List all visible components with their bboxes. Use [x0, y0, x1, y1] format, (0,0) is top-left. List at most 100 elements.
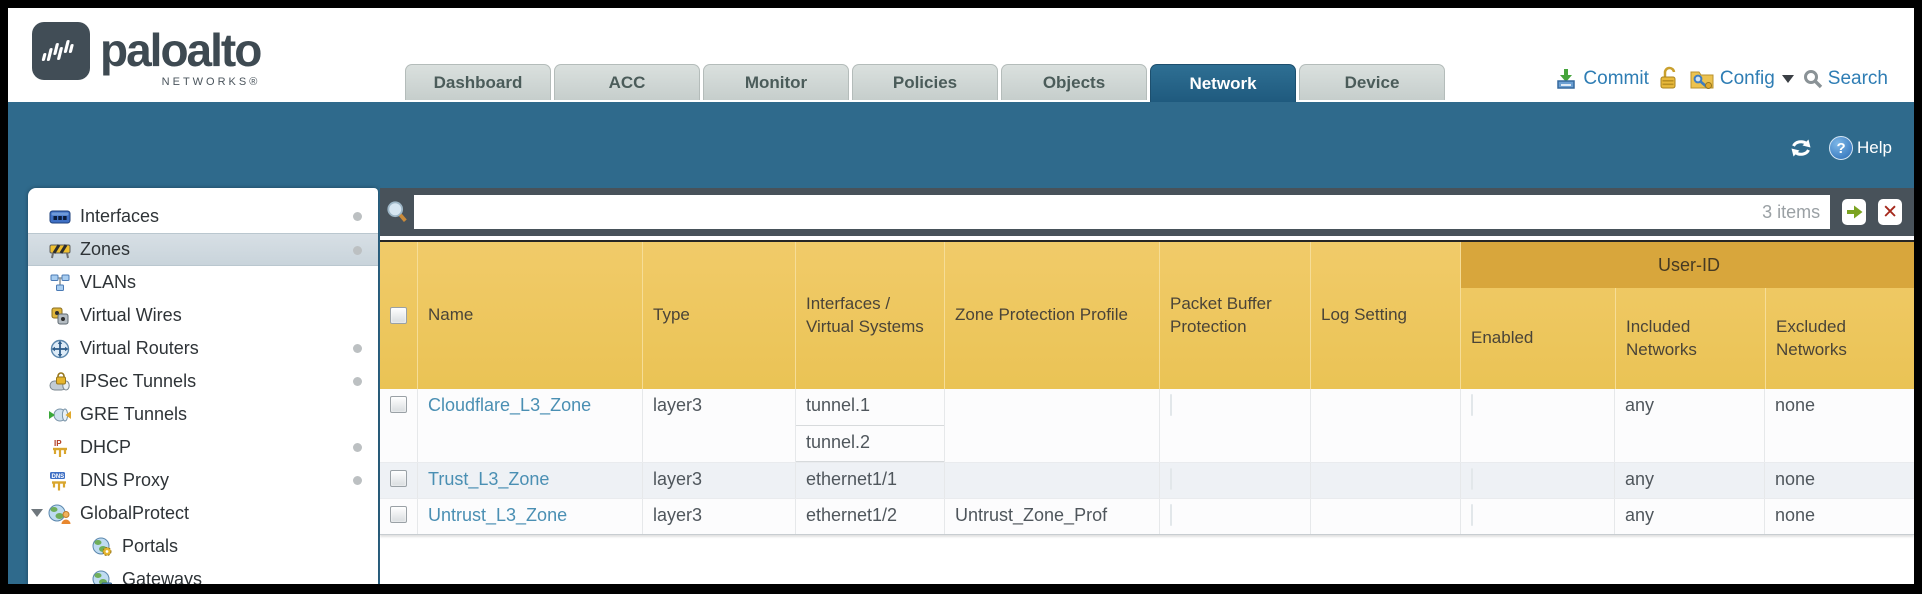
col-header-enabled[interactable]: Enabled [1471, 328, 1534, 348]
gre-tunnels-icon [48, 404, 72, 426]
lock-icon[interactable] [1658, 66, 1680, 92]
filter-input-wrap: 3 items [414, 195, 1831, 229]
col-header-type[interactable]: Type [642, 242, 795, 389]
included-networks: any [1614, 389, 1764, 462]
sidebar-item-label: Portals [122, 536, 179, 556]
globalprotect-icon [48, 503, 72, 525]
search-menu[interactable]: Search [1803, 68, 1888, 90]
commit-label: Commit [1583, 68, 1649, 89]
search-icon [1803, 70, 1822, 89]
sidebar-item-label: Gateways [122, 569, 203, 584]
interface-cell: tunnel.1 [796, 389, 944, 426]
help-label: Help [1857, 138, 1892, 157]
top-header: paloalto NETWORKS® Dashboard ACC Monitor… [8, 8, 1914, 102]
tab-network[interactable]: Network [1150, 64, 1296, 102]
zone-name-link[interactable]: Untrust_L3_Zone [428, 505, 568, 525]
zone-interfaces: ethernet1/1 [795, 463, 944, 498]
user-id-group: User-ID Enabled Included Networks Exclud… [1460, 242, 1914, 389]
waveform-icon [41, 40, 74, 61]
sidebar-item-globalprotect[interactable]: GlobalProtect [28, 497, 378, 530]
commit-button[interactable]: Commit [1554, 67, 1649, 91]
sidebar-item-vlans[interactable]: VLANs [28, 266, 378, 299]
select-all-checkbox[interactable] [390, 307, 407, 324]
log-setting [1310, 463, 1460, 498]
tab-monitor[interactable]: Monitor [703, 64, 849, 100]
expander-triangle-icon[interactable] [31, 509, 43, 517]
portals-icon [90, 536, 114, 558]
tab-objects[interactable]: Objects [1001, 64, 1147, 100]
tab-dashboard[interactable]: Dashboard [405, 64, 551, 100]
help-button[interactable]: ? Help [1829, 136, 1892, 160]
sidebar-item-dhcp[interactable]: IP DHCP [28, 431, 378, 464]
tab-acc[interactable]: ACC [554, 64, 700, 100]
sidebar-item-label: IPSec Tunnels [80, 371, 197, 391]
sidebar-item-virtual-wires[interactable]: Virtual Wires [28, 299, 378, 332]
table-row: Untrust_L3_Zone layer3 ethernet1/2 Untru… [380, 498, 1914, 534]
sidebar-item-dns-proxy[interactable]: DNS DNS Proxy [28, 464, 378, 497]
dns-proxy-icon: DNS [48, 470, 72, 492]
excluded-networks: none [1764, 389, 1914, 462]
sidebar-item-ipsec-tunnels[interactable]: IPSec Tunnels [28, 365, 378, 398]
zone-name-link[interactable]: Cloudflare_L3_Zone [428, 395, 592, 415]
help-icon: ? [1829, 136, 1854, 160]
sidebar-item-portals[interactable]: Portals [28, 530, 378, 563]
excluded-networks: none [1764, 463, 1914, 498]
interface-cell: tunnel.2 [796, 426, 944, 462]
sidebar-item-zones[interactable]: Zones [28, 233, 378, 266]
apply-filter-button[interactable] [1842, 199, 1867, 225]
log-setting [1310, 499, 1460, 534]
user-id-group-header: User-ID [1461, 242, 1914, 288]
brand-sub: NETWORKS® [161, 76, 261, 88]
col-header-packet-buffer-protection[interactable]: Packet Buffer Protection [1159, 242, 1310, 389]
sidebar-item-label: GlobalProtect [80, 503, 190, 523]
col-header-name[interactable]: Name [417, 242, 642, 389]
sidebar-item-interfaces[interactable]: Interfaces [28, 200, 378, 233]
row-checkbox[interactable] [390, 396, 407, 413]
col-header-log-setting[interactable]: Log Setting [1310, 242, 1460, 389]
filter-search-icon [387, 201, 407, 222]
refresh-icon[interactable] [1787, 136, 1815, 160]
clear-filter-button[interactable]: ✕ [1878, 199, 1903, 225]
col-header-zone-protection-profile[interactable]: Zone Protection Profile [944, 242, 1159, 389]
tab-device[interactable]: Device [1299, 64, 1445, 100]
zones-icon [48, 239, 72, 261]
zone-protection-profile [944, 389, 1159, 462]
tab-policies[interactable]: Policies [852, 64, 998, 100]
main-nav-tabs: Dashboard ACC Monitor Policies Objects N… [405, 64, 1448, 102]
included-networks: any [1614, 463, 1764, 498]
vlans-icon [48, 272, 72, 294]
zone-name-link[interactable]: Trust_L3_Zone [428, 469, 550, 489]
header-utilities: Commit Config [1554, 66, 1888, 92]
select-all-cell [380, 242, 417, 389]
filter-input[interactable] [414, 203, 1763, 221]
gateways-icon [90, 569, 114, 584]
interfaces-icon [48, 206, 72, 228]
zone-protection-profile: Untrust_Zone_Prof [944, 499, 1159, 534]
zone-interfaces: tunnel.1 tunnel.2 [795, 389, 944, 462]
row-checkbox[interactable] [390, 470, 407, 487]
row-checkbox[interactable] [390, 506, 407, 523]
table-row: Cloudflare_L3_Zone layer3 tunnel.1 tunne… [380, 389, 1914, 462]
zone-type: layer3 [642, 499, 795, 534]
status-dot [353, 476, 362, 485]
col-header-included-networks[interactable]: Included Networks [1615, 288, 1765, 389]
sidebar-item-gateways[interactable]: Gateways [28, 563, 378, 584]
col-header-excluded-networks[interactable]: Excluded Networks [1765, 288, 1914, 389]
sidebar-nav: Interfaces Zones VLANs Vir [28, 188, 378, 584]
close-icon: ✕ [1882, 201, 1898, 223]
status-dot [353, 212, 362, 221]
status-dot [353, 443, 362, 452]
config-menu[interactable]: Config [1689, 67, 1794, 91]
page: paloalto NETWORKS® Dashboard ACC Monitor… [8, 8, 1914, 584]
band-tools: ? Help [1787, 136, 1892, 160]
sidebar-item-gre-tunnels[interactable]: GRE Tunnels [28, 398, 378, 431]
sidebar-item-virtual-routers[interactable]: Virtual Routers [28, 332, 378, 365]
table-row: Trust_L3_Zone layer3 ethernet1/1 any non… [380, 462, 1914, 498]
status-dot [353, 246, 362, 255]
sidebar-item-label: Zones [80, 239, 131, 259]
main-panel: 3 items ✕ Name Type Interfaces / Virtual… [380, 188, 1914, 584]
chevron-down-icon [1781, 75, 1794, 83]
col-header-interfaces[interactable]: Interfaces / Virtual Systems [795, 242, 944, 389]
excluded-networks: none [1764, 499, 1914, 534]
